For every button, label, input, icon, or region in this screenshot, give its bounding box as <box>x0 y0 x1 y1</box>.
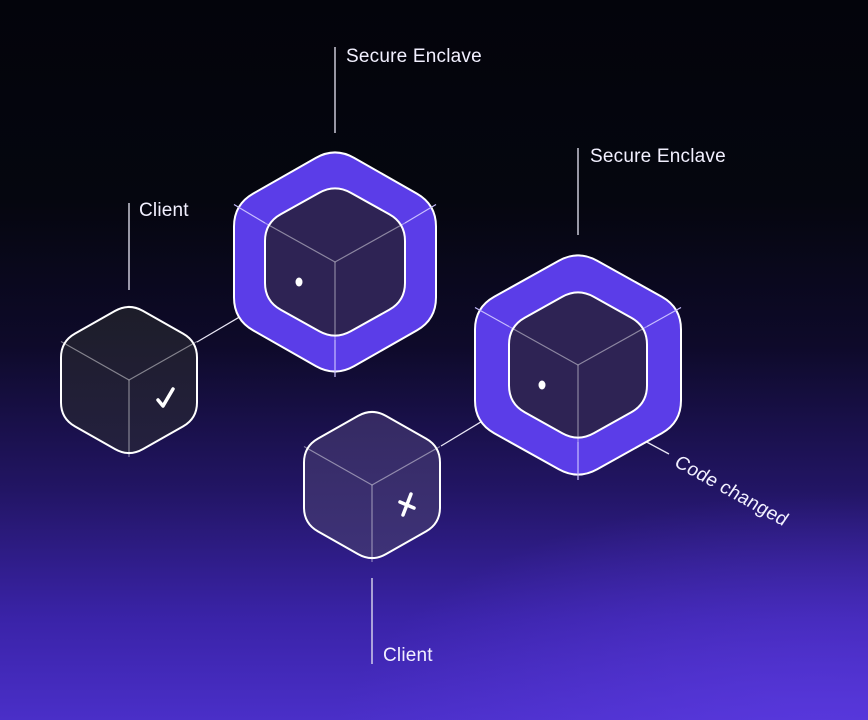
enclave-1-ring-edge <box>404 203 437 224</box>
client-2-cube <box>303 410 441 560</box>
client-1-cube <box>60 305 198 455</box>
connection-dot-2 <box>538 380 546 390</box>
client-2-cube-edge <box>303 445 373 486</box>
enclave-1-core-cube <box>264 187 406 337</box>
cross-icon <box>398 492 416 517</box>
enclave-1-cube-edge <box>334 222 406 263</box>
client-2-cube-edge <box>371 445 441 486</box>
label-client-2: Client <box>383 645 433 666</box>
enclave-2-ring-edge <box>646 306 682 328</box>
client-1-cube-edge <box>128 340 198 381</box>
label-client-1: Client <box>139 200 189 221</box>
enclave-1-ring-edge <box>233 203 266 224</box>
enclave-2-core-cube <box>508 291 648 439</box>
client-1-cube-edge <box>60 340 130 381</box>
label-enclave-2: Secure Enclave <box>590 146 726 167</box>
enclave-2-cube-edge <box>508 325 579 366</box>
check-icon <box>156 387 175 408</box>
connection-dot-1 <box>295 277 303 287</box>
enclave-2-ring-edge <box>474 306 510 328</box>
enclave-1-cube-edge <box>264 222 336 263</box>
enclave-2-cube-edge <box>577 325 648 366</box>
label-enclave-1: Secure Enclave <box>346 46 482 67</box>
